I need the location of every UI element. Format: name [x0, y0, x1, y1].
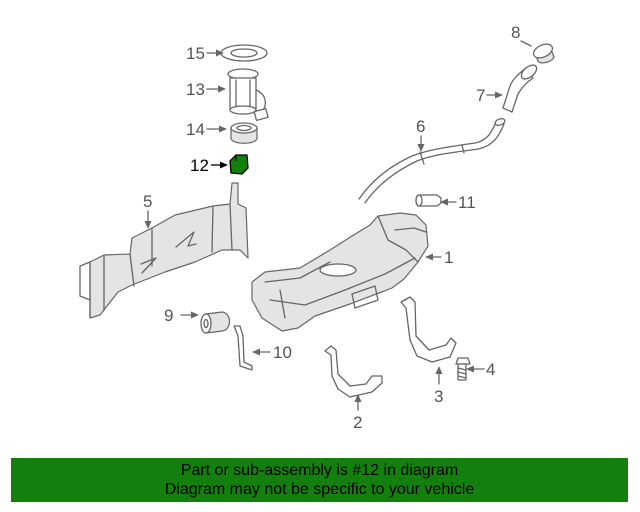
part-10-bracket[interactable]: [233, 325, 253, 371]
callout-10: 10: [252, 343, 292, 362]
part-15-gasket[interactable]: [220, 44, 268, 62]
callout-13-label: 13: [186, 80, 205, 99]
part-7-filler-neck[interactable]: [502, 62, 539, 113]
callout-9-label: 9: [164, 306, 173, 325]
part-5-heat-shield[interactable]: [79, 182, 249, 319]
callout-3: 3: [434, 366, 443, 406]
callout-4: 4: [466, 360, 495, 379]
callout-5: 5: [143, 192, 152, 229]
part-4-bolt[interactable]: [455, 357, 471, 381]
callout-3-label: 3: [434, 387, 443, 406]
callout-12-label: 12: [190, 156, 209, 175]
callout-13: 13: [186, 80, 226, 99]
callout-6-label: 6: [416, 117, 425, 136]
callout-14: 14: [186, 120, 227, 139]
part-12-highlighted[interactable]: [229, 154, 249, 175]
part-3-tank-strap[interactable]: [400, 296, 457, 363]
callout-7-label: 7: [476, 86, 485, 105]
part-1-fuel-tank[interactable]: [251, 212, 429, 332]
callout-2: 2: [353, 394, 362, 432]
callout-2-label: 2: [353, 413, 362, 432]
callout-7: 7: [476, 86, 503, 105]
info-banner: Part or sub-assembly is #12 in diagram D…: [11, 458, 628, 502]
part-6-filler-pipe[interactable]: [358, 117, 506, 204]
callout-8-label: 8: [511, 23, 520, 42]
part-11-hose[interactable]: [415, 194, 442, 207]
part-14-lock-ring[interactable]: [230, 122, 258, 144]
part-8-fuel-cap[interactable]: [531, 41, 555, 64]
callout-15: 15: [186, 44, 224, 63]
callout-6: 6: [416, 117, 425, 152]
callout-10-label: 10: [273, 343, 292, 362]
callout-8: 8: [511, 23, 532, 47]
callout-1-label: 1: [444, 248, 453, 267]
callout-11: 11: [440, 193, 476, 212]
callout-1: 1: [425, 248, 453, 267]
callout-11-label: 11: [458, 193, 476, 212]
callout-14-label: 14: [186, 120, 205, 139]
fuel-system-parts-diagram: 15 13 14 12: [79, 23, 555, 432]
banner-line-1: Part or sub-assembly is #12 in diagram: [180, 462, 459, 479]
part-13-fuel-pump-module[interactable]: [227, 68, 269, 122]
callout-15-label: 15: [186, 44, 205, 63]
callout-9: 9: [164, 306, 199, 325]
banner-line-2: Diagram may not be specific to your vehi…: [164, 481, 475, 498]
callout-5-label: 5: [143, 192, 152, 211]
part-9-fuel-filter[interactable]: [200, 311, 231, 334]
callout-4-label: 4: [486, 360, 495, 379]
part-2-tank-strap[interactable]: [324, 345, 383, 398]
callout-12: 12: [190, 156, 228, 175]
